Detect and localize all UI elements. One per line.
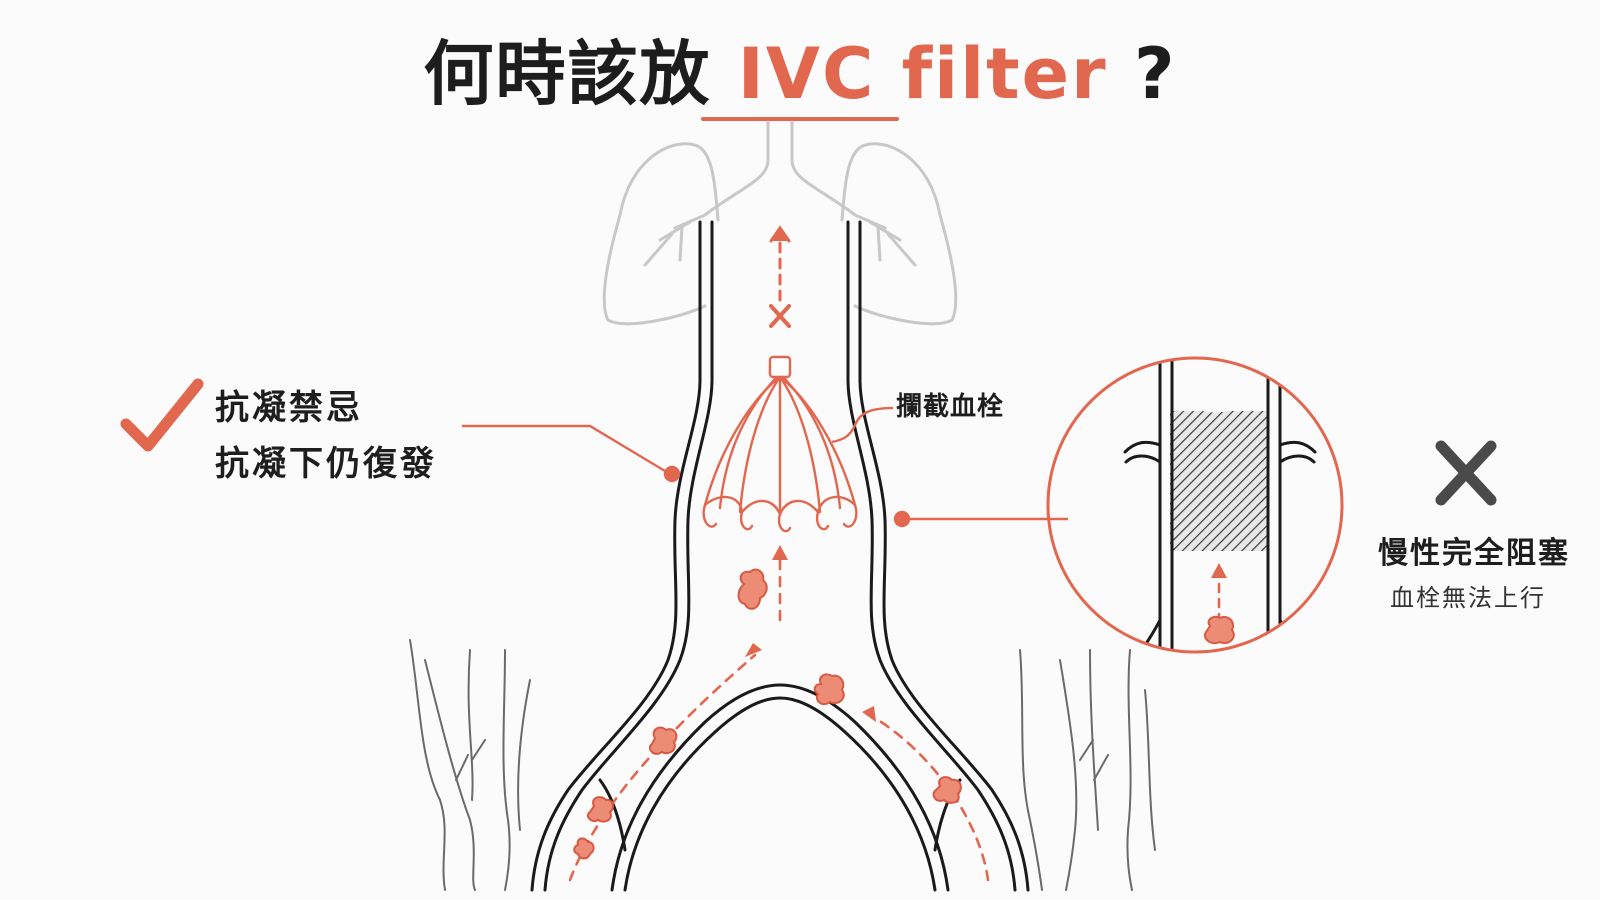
leader-lines <box>462 406 1068 528</box>
contraindication-title: 慢性完全阻塞 <box>1378 536 1570 571</box>
indication-line-2: 抗凝下仍復發 <box>215 444 437 484</box>
cross-icon <box>1435 440 1497 506</box>
arrow-heads <box>745 545 876 722</box>
check-icon <box>120 378 204 452</box>
zoom-circle <box>1123 358 1317 652</box>
lungs-icon <box>602 120 958 326</box>
clot-icon <box>573 568 962 860</box>
vena-cava <box>530 220 1030 892</box>
title-end: ? <box>1107 33 1177 115</box>
blocked-flow-arrow <box>769 225 791 302</box>
indication-line-1: 抗凝禁忌 <box>215 388 363 428</box>
ivc-filter-icon <box>702 355 858 533</box>
contraindication-subtitle: 血栓無法上行 <box>1390 584 1546 612</box>
page-title: 何時該放 IVC filter ? <box>0 18 1600 119</box>
title-main: 何時該放 <box>423 33 738 115</box>
leg-veins <box>409 639 1156 891</box>
title-accent: IVC filter <box>737 33 1108 115</box>
flow-arrows <box>568 553 990 882</box>
filter-label: 攔截血栓 <box>896 392 1005 422</box>
stop-cross-icon <box>769 304 791 328</box>
